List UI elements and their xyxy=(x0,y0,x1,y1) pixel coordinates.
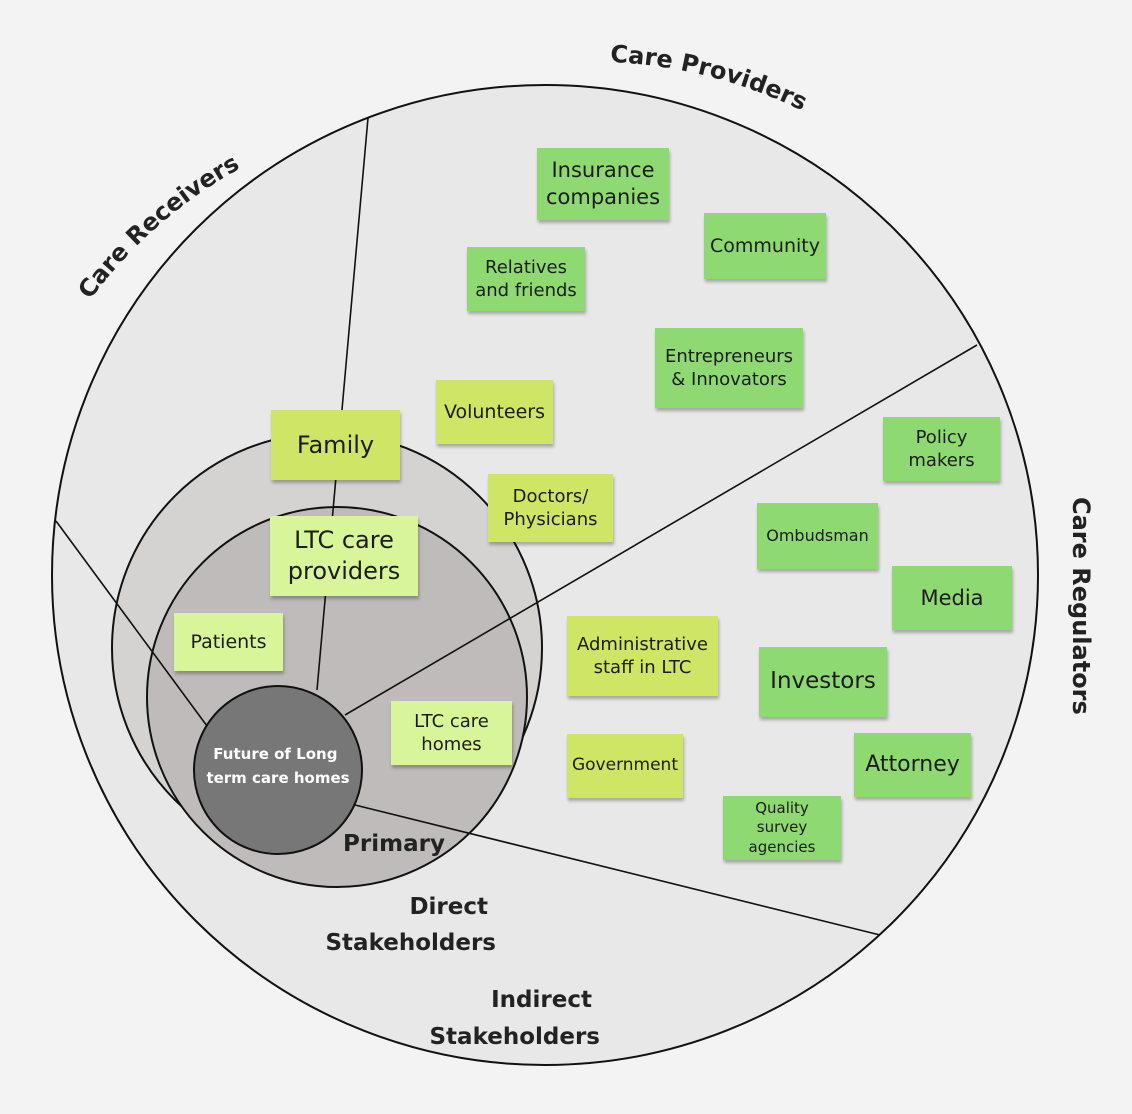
indirect-label: Indirect Stakeholders xyxy=(429,987,600,1050)
note-administrative-staff: Administrative staff in LTC xyxy=(567,616,718,696)
center-core xyxy=(193,685,363,855)
note-relatives-and-friends: Relatives and friends xyxy=(467,247,585,311)
note-ltc-care-homes: LTC care homes xyxy=(391,701,512,765)
divider-providers-regulators xyxy=(344,344,978,716)
divider-regulators-receivers xyxy=(354,804,881,936)
note-investors: Investors xyxy=(759,647,887,717)
note-quality-survey-agencies: Quality survey agencies xyxy=(723,796,841,860)
note-ltc-care-providers: LTC care providers xyxy=(270,516,418,596)
sector-care-regulators: Care Regulators xyxy=(1067,497,1095,715)
note-entrepreneurs-innovators: Entrepreneurs & Innovators xyxy=(655,328,803,408)
note-insurance-companies: Insurance companies xyxy=(537,148,669,220)
note-family: Family xyxy=(271,410,400,480)
note-media: Media xyxy=(892,566,1012,630)
note-patients: Patients xyxy=(174,613,283,671)
divider-receivers-left xyxy=(55,520,208,727)
note-government: Government xyxy=(567,734,683,798)
note-ombudsman: Ombudsman xyxy=(757,503,878,569)
note-doctors-physicians: Doctors/ Physicians xyxy=(488,474,613,542)
note-volunteers: Volunteers xyxy=(436,380,553,444)
note-attorney: Attorney xyxy=(854,733,971,797)
note-community: Community xyxy=(704,213,826,279)
note-policy-makers: Policy makers xyxy=(883,417,1000,481)
center-label: Future of Long term care homes xyxy=(206,745,349,787)
direct-label: Direct Stakeholders xyxy=(325,894,496,956)
primary-label: Primary xyxy=(343,831,445,857)
